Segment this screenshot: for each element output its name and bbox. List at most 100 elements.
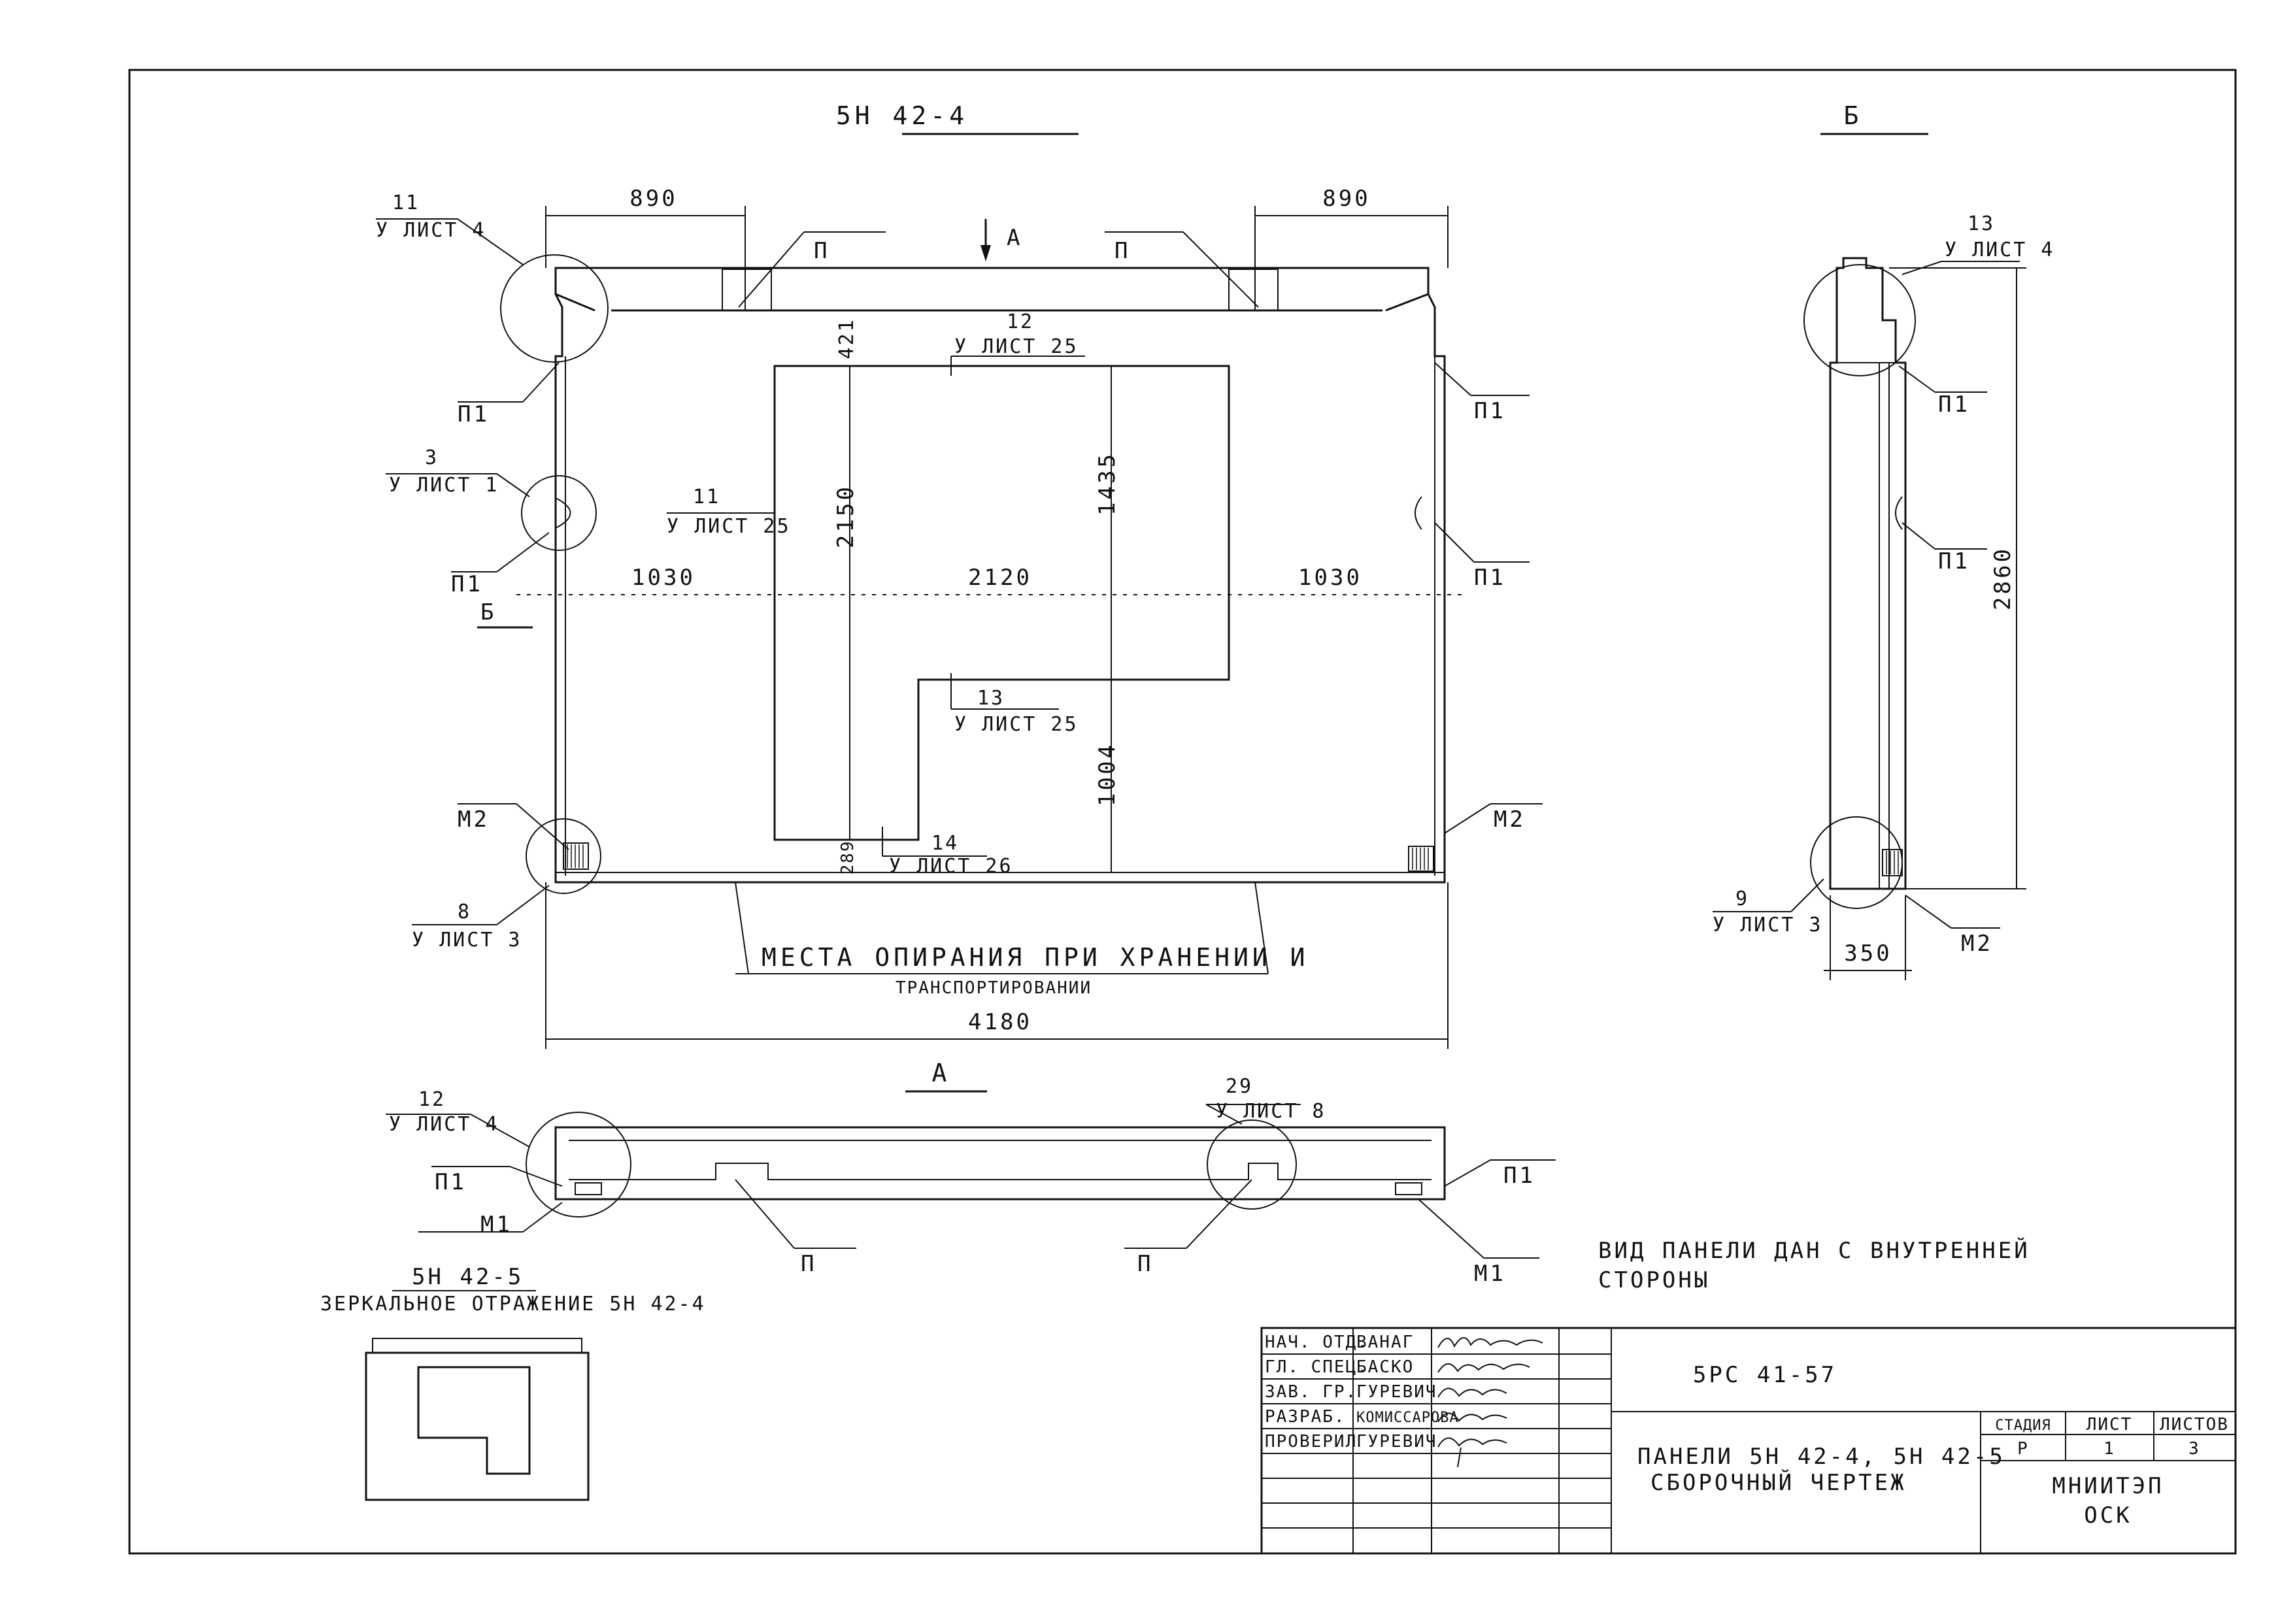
callout-8-ref: У ЛИСТ 3	[412, 929, 522, 952]
detail-circle-8	[526, 818, 601, 894]
plan-anchor-m1-left	[575, 1182, 602, 1195]
mirror-view-subtitle: ЗЕРКАЛЬНОЕ ОТРАЖЕНИЕ 5Н 42-4	[320, 1293, 706, 1316]
dim-421: 421	[835, 318, 858, 359]
plan-label-m1-right: М1	[1474, 1261, 1506, 1287]
name-4: ГУРЕВИЧ	[1356, 1432, 1437, 1451]
callout-8-num: 8	[458, 901, 471, 923]
role-0: НАЧ. ОТД.	[1265, 1333, 1369, 1352]
callout-11-top-num: 11	[392, 191, 420, 214]
detail-circle-3	[521, 475, 597, 551]
lifting-slot-left	[722, 269, 772, 311]
dim-4180: 4180	[968, 1009, 1032, 1035]
callout-11-mid-ref: У ЛИСТ 25	[667, 515, 791, 538]
sheets-header: ЛИСТОВ	[2160, 1415, 2229, 1434]
callout-3-num: 3	[425, 446, 439, 469]
detail-circle-11	[500, 254, 609, 363]
side-callout-13-num: 13	[1968, 212, 1995, 235]
signatures	[1437, 1337, 1543, 1468]
plan-callout-29-ref: У ЛИСТ 8	[1216, 1100, 1326, 1123]
plan-callout-12-ref: У ЛИСТ 4	[389, 1113, 499, 1136]
dim-1030-left: 1030	[631, 565, 695, 591]
plan-label-p-left: П	[801, 1251, 816, 1277]
anchor-m2-left	[563, 842, 589, 870]
dim-1004: 1004	[1094, 742, 1120, 806]
doc-code: 5РС 41-57	[1693, 1362, 1837, 1388]
side-callout-9-num: 9	[1735, 887, 1749, 910]
plan-anchor-m1-right	[1395, 1182, 1422, 1195]
view-arrow-label: А	[1007, 225, 1022, 251]
doc-title-line1: ПАНЕЛИ 5Н 42-4, 5Н 42-5	[1637, 1444, 2005, 1470]
role-3: РАЗРАБ.	[1265, 1407, 1346, 1427]
sheets-value: 3	[2188, 1439, 2200, 1459]
name-1: БАСКО	[1356, 1357, 1414, 1377]
name-3: КОМИССАРОВА	[1356, 1410, 1459, 1426]
mirror-view-title: 5Н 42-5	[412, 1264, 524, 1290]
sheet-header: ЛИСТ	[2086, 1415, 2133, 1434]
lifting-slot-right	[1228, 269, 1279, 311]
label-m2-right: М2	[1494, 806, 1526, 833]
plan-label-p1-right: П1	[1503, 1163, 1535, 1189]
label-p-right: П	[1114, 238, 1130, 264]
side-view-title: Б	[1844, 101, 1863, 130]
plan-outline	[554, 1126, 1446, 1201]
label-p1-mid-right: П1	[1474, 565, 1506, 591]
plan-detail-circle-29	[1207, 1119, 1297, 1210]
org-line1: МНИИТЭП	[2052, 1473, 2164, 1499]
callout-13-num: 13	[977, 687, 1005, 710]
main-view-title: 5Н 42-4	[836, 101, 968, 130]
side-label-p1-lower: П1	[1938, 548, 1970, 574]
mirror-panel-outline	[365, 1351, 590, 1501]
plan-label-m1-left: М1	[480, 1212, 512, 1238]
callout-11-mid-num: 11	[693, 486, 720, 508]
label-p-left: П	[814, 238, 829, 264]
label-p1-top-right: П1	[1474, 398, 1506, 424]
support-note-line2: ТРАНСПОРТИРОВАНИИ	[896, 978, 1092, 998]
mirror-opening	[417, 1366, 531, 1475]
section-marker-label: Б	[480, 599, 496, 625]
label-m2-left: М2	[458, 806, 490, 833]
callout-14-num: 14	[931, 832, 959, 855]
plan-callout-12-num: 12	[418, 1088, 446, 1111]
role-2: ЗАВ. ГР.	[1265, 1382, 1357, 1402]
detail-circle-13	[1803, 264, 1916, 376]
dim-890-left: 890	[629, 186, 677, 212]
title-block: НАЧ. ОТД. ГЛ. СПЕЦ. ЗАВ. ГР. РАЗРАБ. ПРО…	[1260, 1327, 2237, 1555]
plan-view-title: А	[932, 1059, 951, 1087]
plan-callout-29-num: 29	[1226, 1075, 1253, 1098]
main-view: 5Н 42-4 890 890 А	[376, 101, 1543, 1049]
doc-title-line2: СБОРОЧНЫЙ ЧЕРТЕЖ	[1650, 1469, 1907, 1496]
dim-2120: 2120	[968, 565, 1032, 591]
side-label-p1-upper: П1	[1938, 391, 1970, 418]
stage-header: СТАДИЯ	[1995, 1417, 2051, 1434]
name-0: ВАНАГ	[1356, 1333, 1414, 1352]
dim-890-right: 890	[1322, 186, 1370, 212]
window-door-opening	[773, 365, 1230, 841]
note-line2: СТОРОНЫ	[1598, 1267, 1710, 1293]
plan-inner-profile	[569, 1163, 1432, 1180]
label-p1-top-left: П1	[458, 401, 490, 427]
sheet-frame	[128, 69, 2237, 1555]
plan-view: А 12 У ЛИСТ 4 29 У ЛИСТ 8 П1 П1 М1 М1 П	[386, 1059, 1556, 1287]
title-block-frame	[1260, 1327, 2237, 1555]
note-line1: ВИД ПАНЕЛИ ДАН С ВНУТРЕННЕЙ	[1598, 1237, 2030, 1264]
plan-detail-circle-12	[526, 1112, 631, 1218]
label-p1-mid-left: П1	[451, 571, 483, 597]
dim-289: 289	[838, 840, 858, 875]
callout-3-ref: У ЛИСТ 1	[389, 474, 499, 497]
dim-1030-right: 1030	[1298, 565, 1362, 591]
role-4: ПРОВЕРИЛ	[1265, 1432, 1357, 1451]
callout-12-num: 12	[1007, 310, 1034, 333]
side-label-m2: М2	[1961, 931, 1993, 957]
callout-11-top-ref: У ЛИСТ 4	[376, 219, 486, 242]
anchor-m2-right	[1408, 846, 1434, 872]
callout-12-ref: У ЛИСТ 25	[954, 335, 1079, 358]
dim-1435: 1435	[1094, 452, 1120, 516]
callout-14-ref: У ЛИСТ 26	[889, 855, 1013, 878]
dim-2150: 2150	[833, 484, 859, 548]
stage-value: Р	[2017, 1439, 2029, 1459]
support-note-line1: МЕСТА ОПИРАНИЯ ПРИ ХРАНЕНИИ И	[762, 943, 1309, 972]
side-callout-13-ref: У ЛИСТ 4	[1945, 239, 2055, 261]
sheet-value: 1	[2103, 1439, 2115, 1459]
side-dim-350: 350	[1844, 940, 1892, 967]
